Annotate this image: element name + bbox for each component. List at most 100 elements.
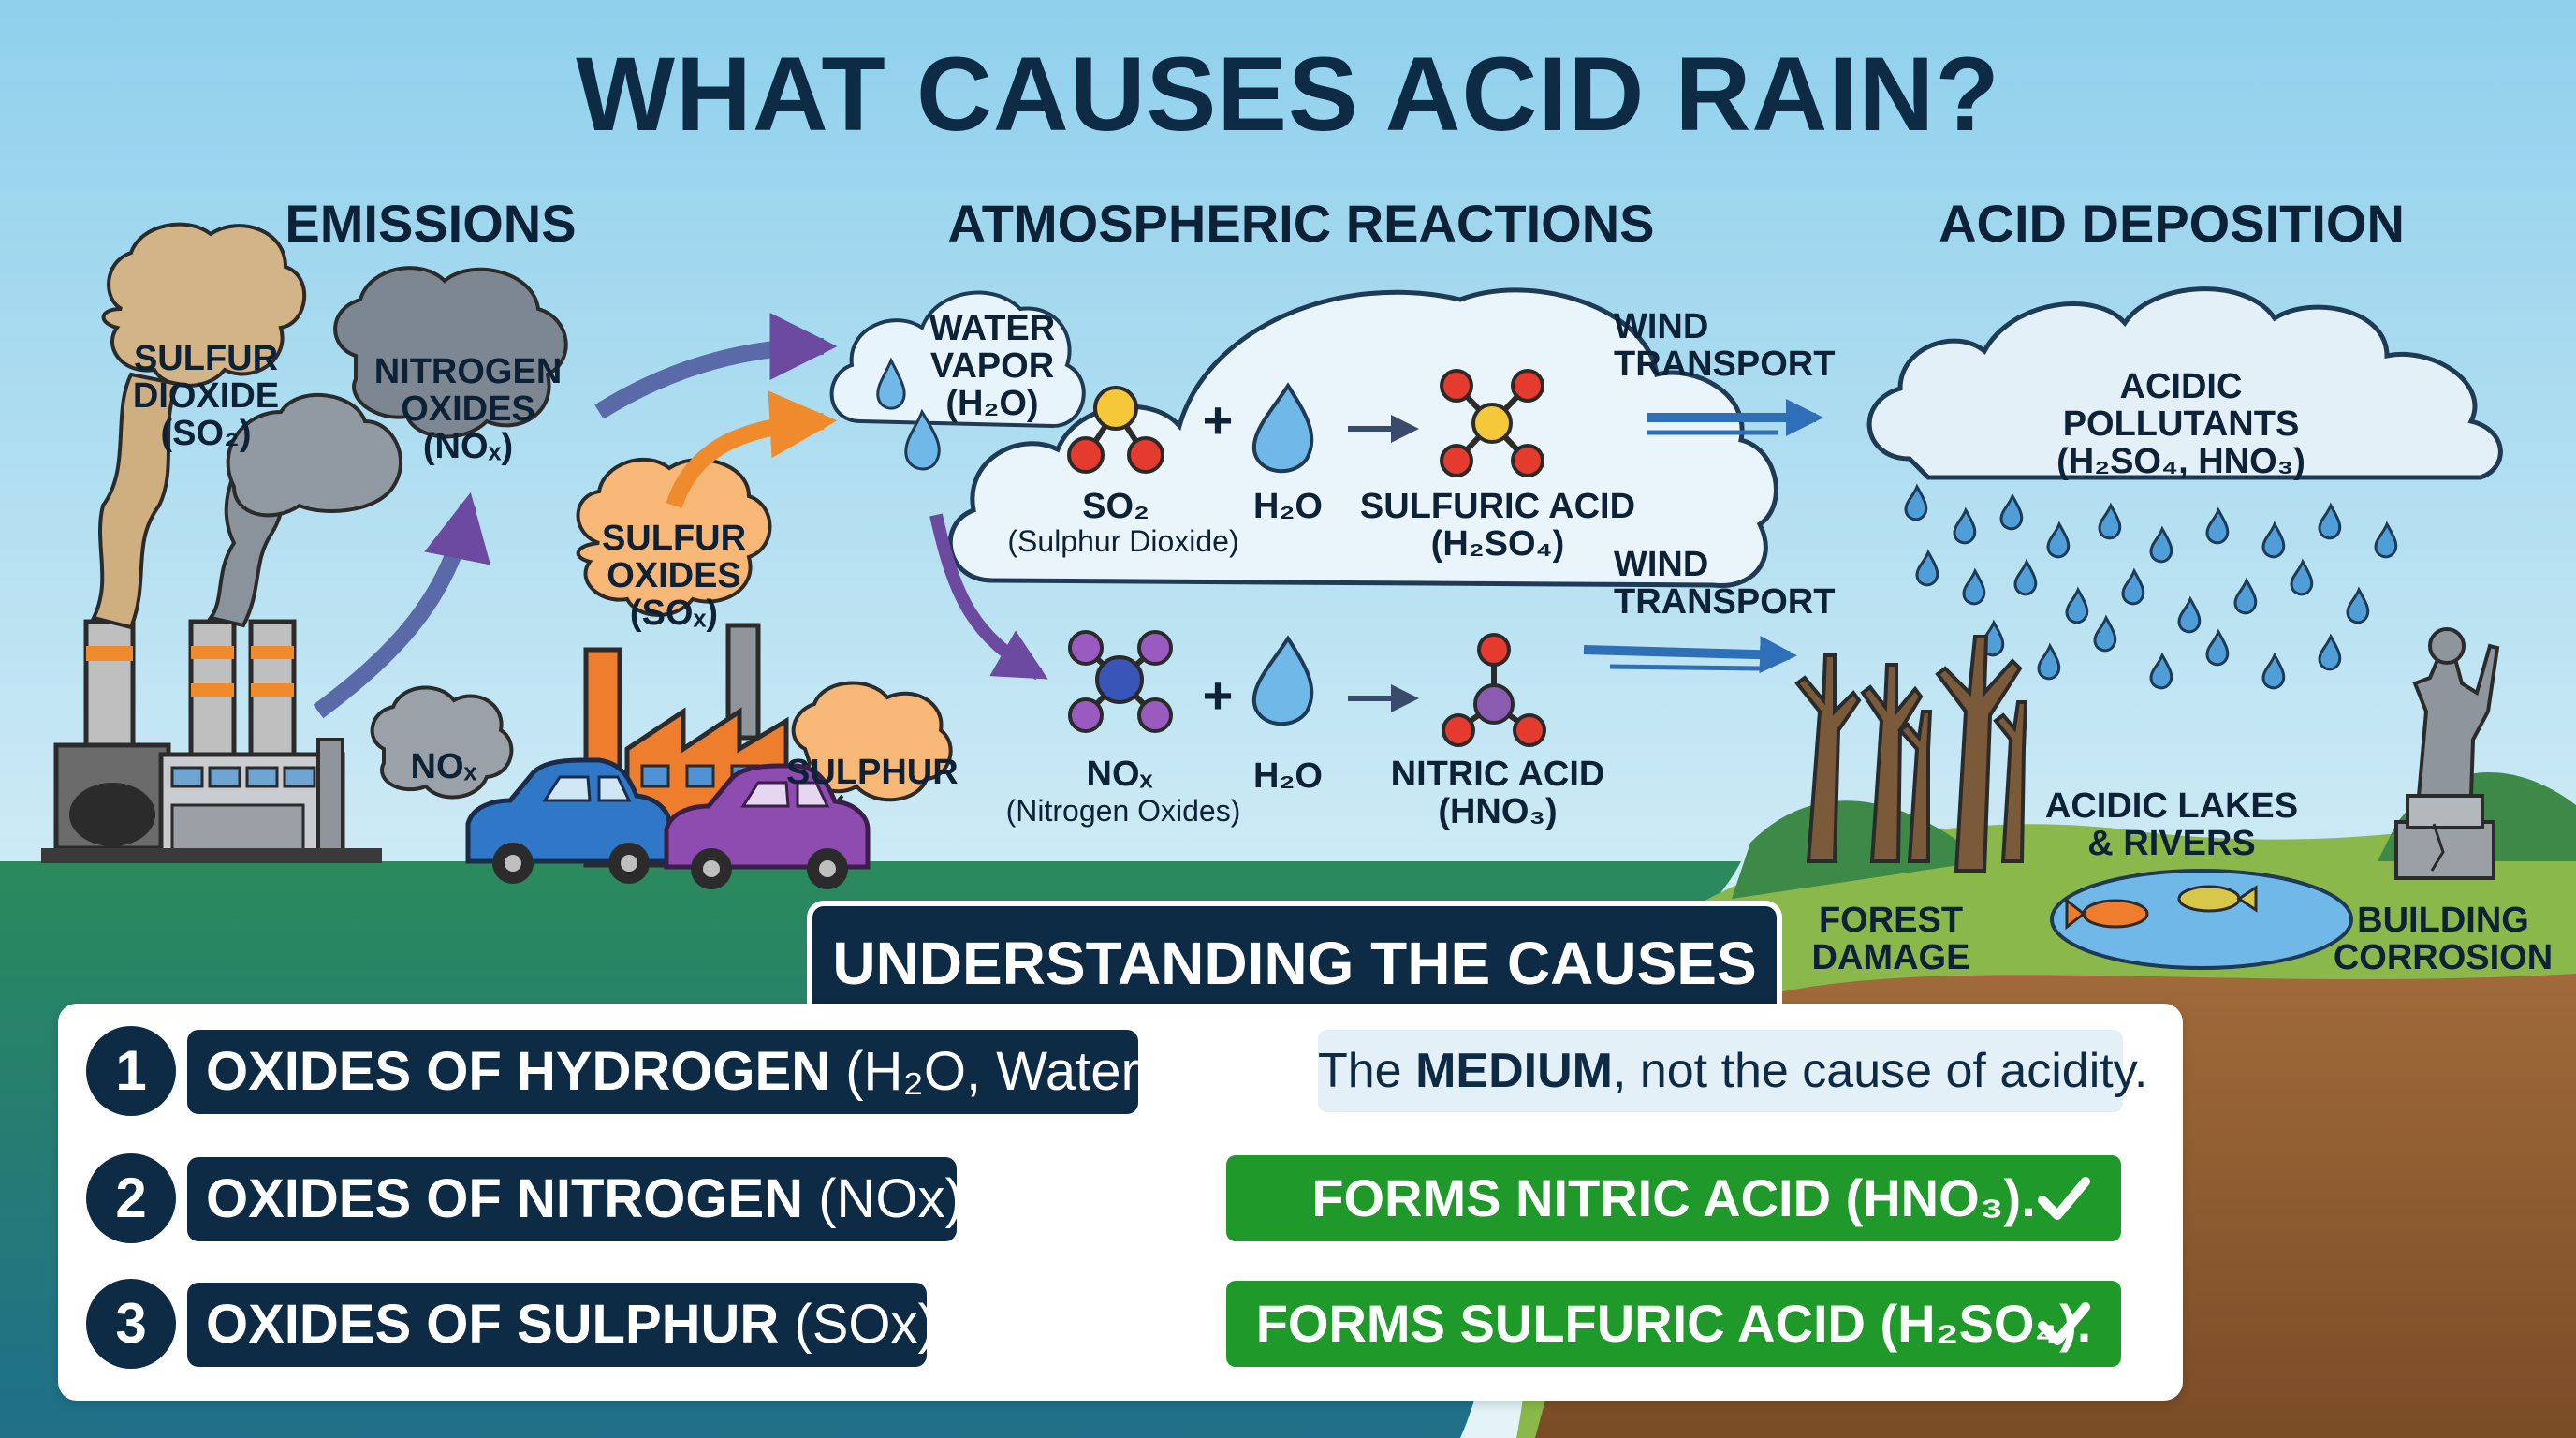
note-prefix: The	[1318, 1044, 1416, 1098]
rain-drop	[2098, 502, 2122, 540]
rain-drop	[2290, 558, 2314, 596]
arrow-to-nox-reaction	[929, 513, 1048, 681]
acid-cloud	[1866, 286, 2503, 480]
causes-banner-title: UNDERSTANDING THE CAUSES	[832, 930, 1757, 997]
nox-small-cloud	[370, 685, 514, 800]
rain-drop	[1953, 506, 1977, 545]
rain-drop	[2318, 502, 2342, 540]
rain-drop	[1962, 567, 1986, 606]
cause-2-title: OXIDES OF NITROGEN	[206, 1168, 804, 1229]
rain-drop	[1904, 483, 1928, 521]
causes-banner: UNDERSTANDING THE CAUSES	[807, 901, 1782, 1022]
so2-cloud-label: SULFUR DIOXIDE (SO₂)	[132, 339, 280, 453]
arrow-nox-up	[313, 492, 490, 719]
cause-1-pill: OXIDES OF HYDROGEN (H₂O, Water)	[187, 1030, 1157, 1114]
cause-number-3: 3	[86, 1279, 176, 1369]
sulfuric-acid-label: SULFURIC ACID (H₂SO₄)	[1359, 487, 1636, 564]
nox-cloud-label: NITROGEN OXIDES (NOₓ)	[373, 352, 563, 466]
h2o-drop-2	[1251, 635, 1314, 726]
nox-name: (Nitrogen Oxides)	[1005, 794, 1241, 828]
rain-drop	[2374, 521, 2398, 559]
acidic-lakes-label: ACIDIC LAKES & RIVERS	[2044, 786, 2299, 863]
rain-drop	[2205, 628, 2230, 667]
cause-2-result-text: FORMS NITRIC ACID (HNO₃).	[1311, 1168, 2036, 1227]
acid-rain-drops	[1904, 483, 2398, 690]
wind-transport-label-2: WIND TRANSPORT	[1614, 545, 1836, 622]
rain-drop	[2065, 586, 2089, 624]
rain-drop	[2177, 595, 2202, 634]
rain-drop	[2261, 652, 2286, 690]
note-bold: MEDIUM	[1415, 1044, 1613, 1098]
building-corrosion-label: BUILDING CORROSION	[2333, 901, 2554, 977]
cause-3-title: OXIDES OF SULPHUR	[206, 1294, 780, 1355]
h2o-drop-1	[1251, 382, 1314, 474]
big-reaction-cloud	[947, 287, 1778, 589]
rain-drop	[2318, 633, 2342, 671]
rain-drop	[2149, 525, 2174, 564]
yellow-fish	[2177, 885, 2258, 913]
stage-title-emissions: EMISSIONS	[285, 194, 577, 253]
h2o-label-2: H₂O	[1253, 756, 1323, 796]
wind-transport-label-1: WIND TRANSPORT	[1614, 307, 1836, 384]
wind-arrow-2-tail	[1609, 664, 1761, 671]
rain-drop	[2046, 521, 2071, 559]
dead-trees	[1794, 635, 2028, 873]
purple-car	[664, 763, 871, 889]
nox-small-label: NOₓ	[410, 747, 477, 786]
plus-sign-2: +	[1202, 666, 1234, 725]
cause-3-formula: (SOx)	[794, 1294, 936, 1355]
rain-drop	[2037, 642, 2061, 681]
cause-2-formula: (NOx)	[818, 1168, 963, 1229]
rain-drop	[2013, 558, 2038, 596]
page-title: WHAT CAUSES ACID RAIN?	[576, 36, 2000, 153]
so2-smoke-cloud	[91, 222, 307, 630]
cause-3-result: FORMS SULFURIC ACID (H₂SO₄).	[1226, 1281, 2121, 1367]
power-plant	[41, 619, 382, 863]
sox-cloud-label: SULFUR OXIDES (SOₓ)	[601, 519, 747, 633]
blue-car	[465, 757, 672, 884]
nox-molecule	[1068, 630, 1173, 733]
acidic-lake	[2050, 869, 2353, 970]
water-drops-vapor	[876, 357, 941, 471]
rain-drop	[2121, 567, 2145, 606]
cause-3-result-text: FORMS SULFURIC ACID (H₂SO₄).	[1255, 1294, 2092, 1353]
so2-molecule	[1067, 386, 1164, 474]
cause-3-pill: OXIDES OF SULPHUR (SOx)	[187, 1283, 936, 1367]
sox-smoke-cloud	[576, 458, 772, 617]
checkmark-icon	[2038, 1302, 2090, 1345]
forest-damage-label: FOREST DAMAGE	[1811, 901, 1970, 977]
rain-drop	[2093, 614, 2117, 653]
rain-drop	[2205, 506, 2230, 545]
cause-number-1: 1	[86, 1026, 176, 1116]
cause-2-result: FORMS NITRIC ACID (HNO₃).	[1226, 1155, 2121, 1241]
cause-1-formula: (H₂O, Water)	[845, 1041, 1158, 1102]
nox-formula: NOₓ	[1086, 755, 1153, 794]
rain-drop	[1999, 492, 2024, 531]
stage-title-deposition: ACID DEPOSITION	[1939, 194, 2405, 253]
cause-1-note: The MEDIUM, not the cause of acidity.	[1318, 1030, 2147, 1112]
rain-drop	[1915, 549, 1939, 587]
so2-name: (Sulphur Dioxide)	[1007, 524, 1239, 558]
checkmark-icon	[2038, 1177, 2090, 1220]
rain-drop	[2149, 652, 2174, 690]
note-suffix: , not the cause of acidity.	[1612, 1044, 2148, 1098]
arrow-to-atmosphere-2	[666, 390, 838, 509]
acidic-pollutants-label: ACIDIC POLLUTANTS (H₂SO₄, HNO₃)	[2056, 367, 2305, 481]
cause-2-pill: OXIDES OF NITROGEN (NOx)	[187, 1157, 963, 1241]
rain-drop	[2261, 521, 2286, 559]
h2o-label-1: H₂O	[1253, 487, 1323, 526]
nox-smoke-cloud	[207, 266, 568, 628]
water-vapor-label: WATER VAPOR (H₂O)	[929, 309, 1056, 423]
wind-arrow-2	[1583, 636, 1797, 674]
stage-title-reactions: ATMOSPHERIC REACTIONS	[947, 194, 1655, 253]
so2-formula: SO₂	[1082, 487, 1149, 526]
cause-number-2: 2	[86, 1153, 176, 1243]
sulfuric-acid-molecule	[1440, 369, 1544, 477]
orange-fish	[2065, 897, 2149, 931]
corroded-statue	[2394, 627, 2500, 880]
nitric-acid-molecule	[1442, 633, 1546, 747]
plus-sign-1: +	[1202, 390, 1234, 449]
rain-drop	[2233, 577, 2258, 615]
rain-drop	[2346, 586, 2370, 624]
